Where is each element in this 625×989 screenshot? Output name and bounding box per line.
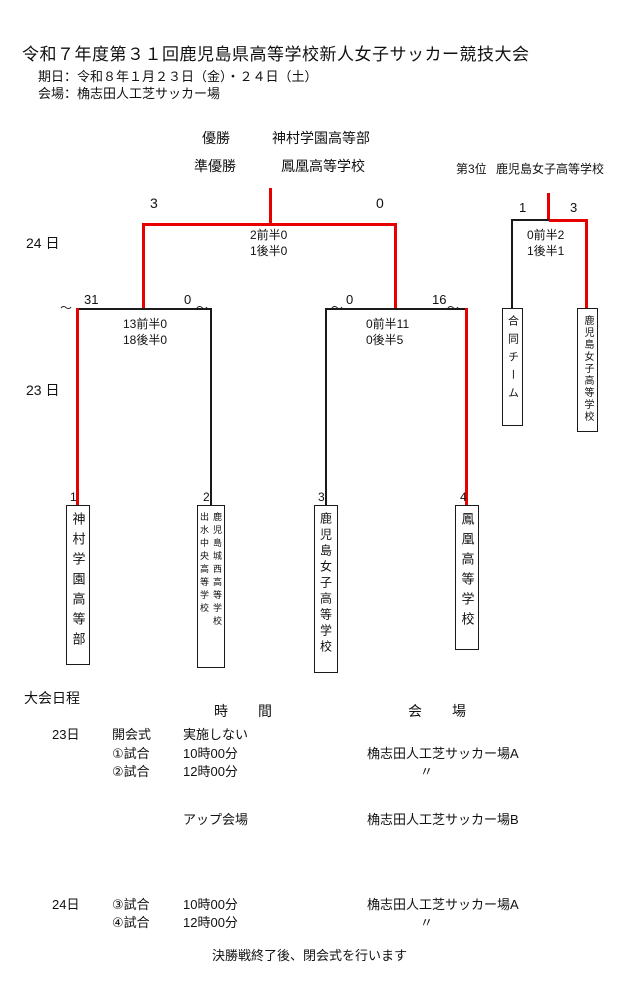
warmup-label: アップ会場	[183, 812, 249, 827]
wave-mark: 〜	[196, 301, 209, 315]
semi-left-connector-line	[77, 308, 211, 310]
match3-time: 10時00分	[183, 897, 238, 912]
event-date: 期日：令和８年１月２３日（金）・２４日（土）	[38, 69, 318, 84]
runner-up-label: 準優勝	[194, 158, 236, 174]
semi-right-leg4-line	[465, 308, 468, 505]
semi-left-half2: 18後半0	[123, 333, 168, 347]
final-half2: 1後半0	[250, 244, 288, 258]
final-winner-stub-line	[269, 188, 272, 224]
match4-time: 12時00分	[183, 915, 238, 930]
third-winner-stub-line	[547, 193, 550, 221]
semi-left-leg2-line	[210, 308, 212, 505]
semi-right-half2: 0後半5	[366, 333, 404, 347]
third-place-label: 第3位	[456, 162, 487, 176]
warmup-venue: 桷志田人工芝サッカー場B	[367, 812, 519, 827]
match3-label: ③試合	[112, 897, 150, 912]
final-left-leg-line	[142, 223, 145, 310]
match3-venue: 桷志田人工芝サッカー場A	[367, 897, 519, 912]
team-2-school-a: 鹿児島城西高等学校	[212, 512, 222, 629]
match2-label: ②試合	[112, 764, 150, 779]
schedule-heading: 大会日程	[24, 690, 80, 706]
third-score-left: 1	[519, 200, 527, 215]
team-box-2-joint: 鹿児島城西高等学校 出水中央高等学校	[197, 505, 225, 668]
third-left-leg-line	[511, 219, 513, 308]
third-connector-left-line	[512, 219, 550, 221]
seed-number-4: 4	[460, 490, 467, 504]
wave-mark: 〜	[331, 301, 344, 315]
team-box-1: 神村学園高等部	[66, 505, 90, 665]
seed-number-2: 2	[203, 490, 210, 504]
semi-right-score-right: 16	[432, 292, 447, 307]
day-23-label: 23 日	[26, 382, 60, 398]
third-place-name: 鹿児島女子高等学校	[496, 162, 605, 176]
semi-left-score-right: 0	[184, 292, 192, 307]
third-team-left-name: 合同チーム	[506, 315, 519, 405]
third-team-box-right: 鹿児島女子高等学校	[577, 308, 598, 432]
match4-venue-ditto: 〃	[420, 915, 434, 930]
wave-mark: 〜	[447, 301, 460, 315]
match1-venue: 桷志田人工芝サッカー場A	[367, 746, 519, 761]
team-1-name: 神村学園高等部	[70, 512, 86, 652]
third-connector-right-line	[549, 219, 588, 222]
opening-ceremony-value: 実施しない	[183, 727, 249, 742]
team-box-4: 鳳凰高等学校	[455, 505, 479, 650]
team-4-name: 鳳凰高等学校	[459, 512, 475, 632]
opening-ceremony-label: 開会式	[112, 727, 152, 742]
match1-time: 10時00分	[183, 746, 238, 761]
third-half2: 1後半1	[527, 244, 565, 258]
match2-venue-ditto: 〃	[420, 764, 434, 779]
final-right-leg-line	[394, 223, 397, 310]
final-score-right: 0	[376, 195, 384, 211]
semi-right-connector-line	[326, 308, 467, 310]
team-box-3: 鹿児島女子高等学校	[314, 505, 338, 673]
schedule-venue-header: 会 場	[408, 703, 474, 719]
schedule-day-23: 23日	[52, 727, 80, 742]
champion-label: 優勝	[202, 130, 230, 146]
semi-right-leg3-line	[325, 308, 327, 505]
match4-label: ④試合	[112, 915, 150, 930]
wave-mark: 〜	[60, 301, 73, 315]
runner-up-name: 鳳凰高等学校	[281, 158, 365, 174]
schedule-day-24: 24日	[52, 897, 80, 912]
team-2-school-b: 出水中央高等学校	[199, 512, 209, 616]
event-venue: 会場：桷志田人工芝サッカー場	[38, 86, 221, 101]
match1-label: ①試合	[112, 746, 150, 761]
third-team-right-name: 鹿児島女子高等学校	[582, 315, 593, 423]
seed-number-1: 1	[70, 490, 77, 504]
schedule-time-header: 時 間	[214, 703, 280, 719]
semi-left-score-left: 31	[84, 292, 99, 307]
third-team-box-left: 合同チーム	[502, 308, 523, 426]
semi-right-half1: 0前半11	[366, 317, 410, 331]
final-score-left: 3	[150, 195, 158, 211]
semi-right-score-left: 0	[346, 292, 354, 307]
team-3-name: 鹿児島女子高等学校	[318, 512, 333, 656]
third-score-right: 3	[570, 200, 578, 215]
champion-name: 神村学園高等部	[272, 130, 370, 146]
third-half1: 0前半2	[527, 228, 565, 242]
semi-left-half1: 13前半0	[123, 317, 168, 331]
final-connector-line	[144, 223, 397, 226]
closing-note: 決勝戦終了後、閉会式を行います	[212, 948, 408, 963]
page-title: 令和７年度第３１回鹿児島県高等学校新人女子サッカー競技大会	[22, 45, 530, 64]
match2-time: 12時00分	[183, 764, 238, 779]
final-half1: 2前半0	[250, 228, 288, 242]
seed-number-3: 3	[318, 490, 325, 504]
third-right-leg-line	[585, 219, 588, 308]
day-24-label: 24 日	[26, 235, 60, 251]
semi-left-leg1-line	[76, 308, 79, 505]
